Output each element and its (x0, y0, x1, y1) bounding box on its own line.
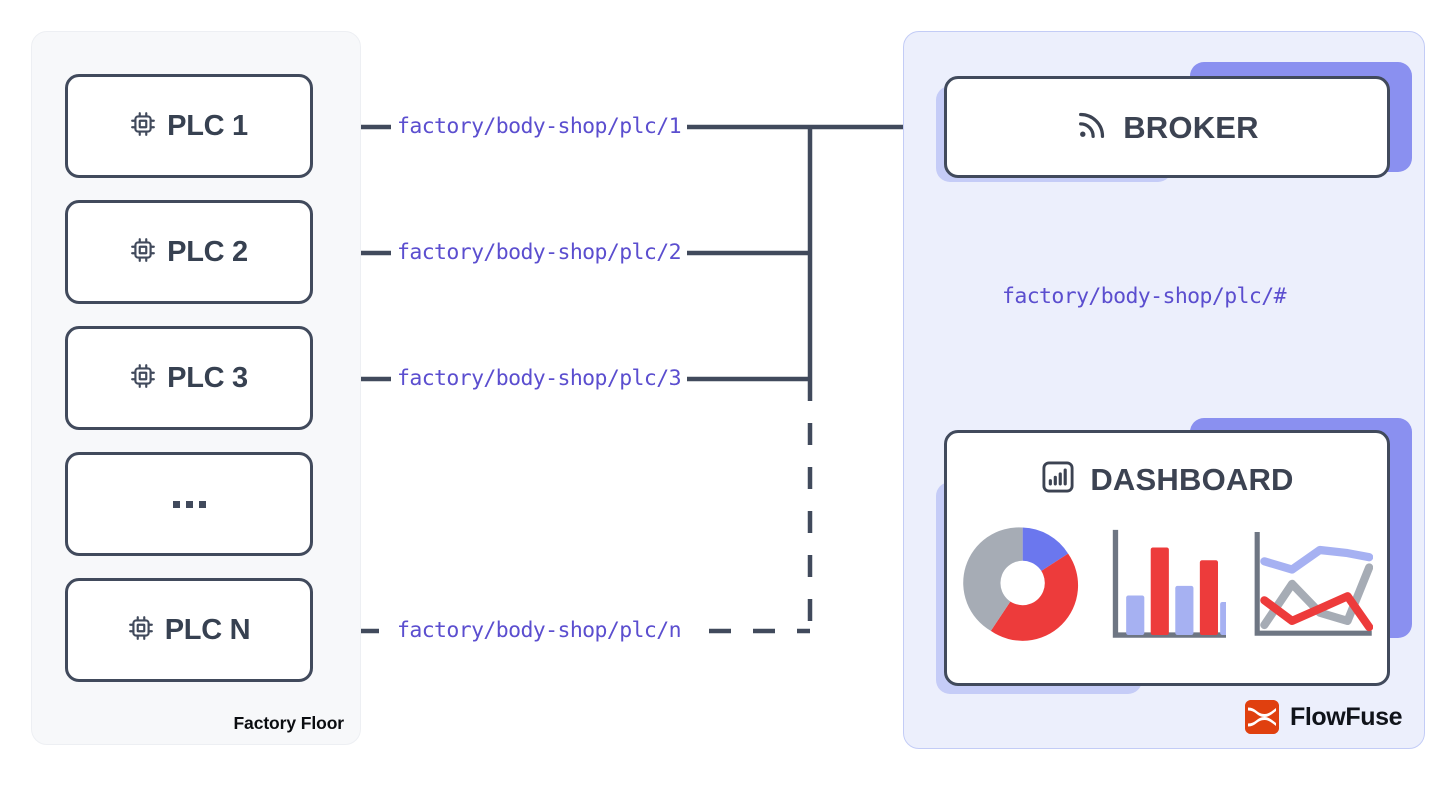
flowfuse-logo-icon (1245, 700, 1279, 734)
dashboard-title: DASHBOARD (947, 459, 1387, 500)
broker-title: BROKER (1075, 108, 1259, 147)
mini-line-chart (1254, 532, 1374, 636)
topic-label-plc-2: factory/body-shop/plc/2 (391, 240, 687, 265)
mini-donut-chart (963, 527, 1079, 641)
topic-label-plc-1: factory/body-shop/plc/1 (391, 114, 687, 139)
flowfuse-brand-name: FlowFuse (1290, 702, 1403, 731)
cpu-chip-icon (130, 237, 156, 268)
cpu-chip-icon (130, 363, 156, 394)
plc-card-2[interactable]: PLC 2 (65, 200, 313, 304)
topic-label-plc-3: factory/body-shop/plc/3 (391, 366, 687, 391)
mini-bar-chart (1113, 529, 1226, 638)
plc-card-1[interactable]: PLC 1 (65, 74, 313, 178)
signal-rss-icon (1075, 108, 1109, 147)
plc-card-label: PLC 3 (167, 361, 248, 394)
dashboard-label: DASHBOARD (1090, 462, 1294, 497)
flowfuse-brand: FlowFuse (1245, 700, 1402, 734)
dashboard-mini-charts (961, 519, 1374, 647)
plc-card-ellipsis (65, 452, 313, 556)
plc-card-label: PLC N (164, 613, 251, 646)
cpu-chip-icon (128, 615, 154, 646)
ellipsis-icon (172, 500, 206, 508)
broker-card[interactable]: BROKER (944, 76, 1390, 178)
topic-label-subscribe: factory/body-shop/plc/# (1002, 284, 1287, 309)
plc-card-label: PLC 1 (167, 109, 248, 142)
topic-label-plc-n: factory/body-shop/plc/n (391, 618, 687, 643)
cpu-chip-icon (130, 111, 156, 142)
factory-floor-label: Factory Floor (233, 713, 344, 733)
plc-card-label: PLC 2 (167, 235, 248, 268)
plc-card-3[interactable]: PLC 3 (65, 326, 313, 430)
broker-label: BROKER (1123, 109, 1259, 145)
dashboard-card[interactable]: DASHBOARD (944, 430, 1390, 686)
bar-chart-box-icon (1040, 459, 1076, 500)
plc-card-n[interactable]: PLC N (65, 578, 313, 682)
